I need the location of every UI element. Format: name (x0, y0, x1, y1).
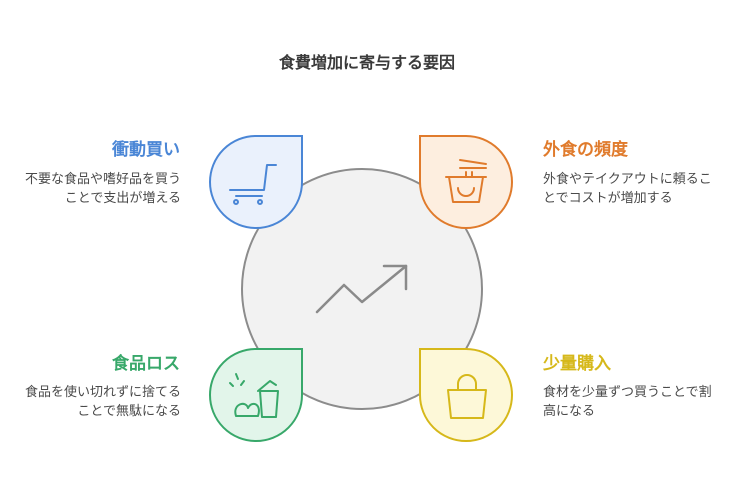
small-quantity-purchase-node (419, 348, 513, 442)
factor-heading-eating-out: 外食の頻度 (543, 140, 628, 160)
factor-desc-eating-out: 外食やテイクアウトに頼ることでコストが増加する (543, 172, 712, 206)
factor-desc-impulse: 不要な食品や嗜好品を買うことで支出が増える (25, 172, 182, 206)
factor-desc-food-waste: 食品を使い切れずに捨てることで無駄になる (25, 385, 182, 419)
food-waste-node (209, 348, 303, 442)
factor-heading-impulse: 衝動買い (112, 140, 180, 160)
shopping-bag-icon (447, 374, 487, 419)
trending-up-arrow-icon (315, 264, 408, 314)
diagram-title: 食費増加に寄与する要因 (278, 53, 455, 72)
takeout-noodle-box-icon (445, 159, 487, 203)
factor-heading-food-waste: 食品ロス (112, 354, 180, 374)
food-waste-icon (229, 373, 279, 418)
eating-out-node (419, 135, 513, 229)
factor-desc-small-purchase: 食材を少量ずつ買うことで割高になる (543, 385, 712, 419)
shopping-cart-icon (229, 164, 277, 205)
factor-heading-small-purchase: 少量購入 (543, 354, 611, 374)
impulse-buying-node (209, 135, 303, 229)
